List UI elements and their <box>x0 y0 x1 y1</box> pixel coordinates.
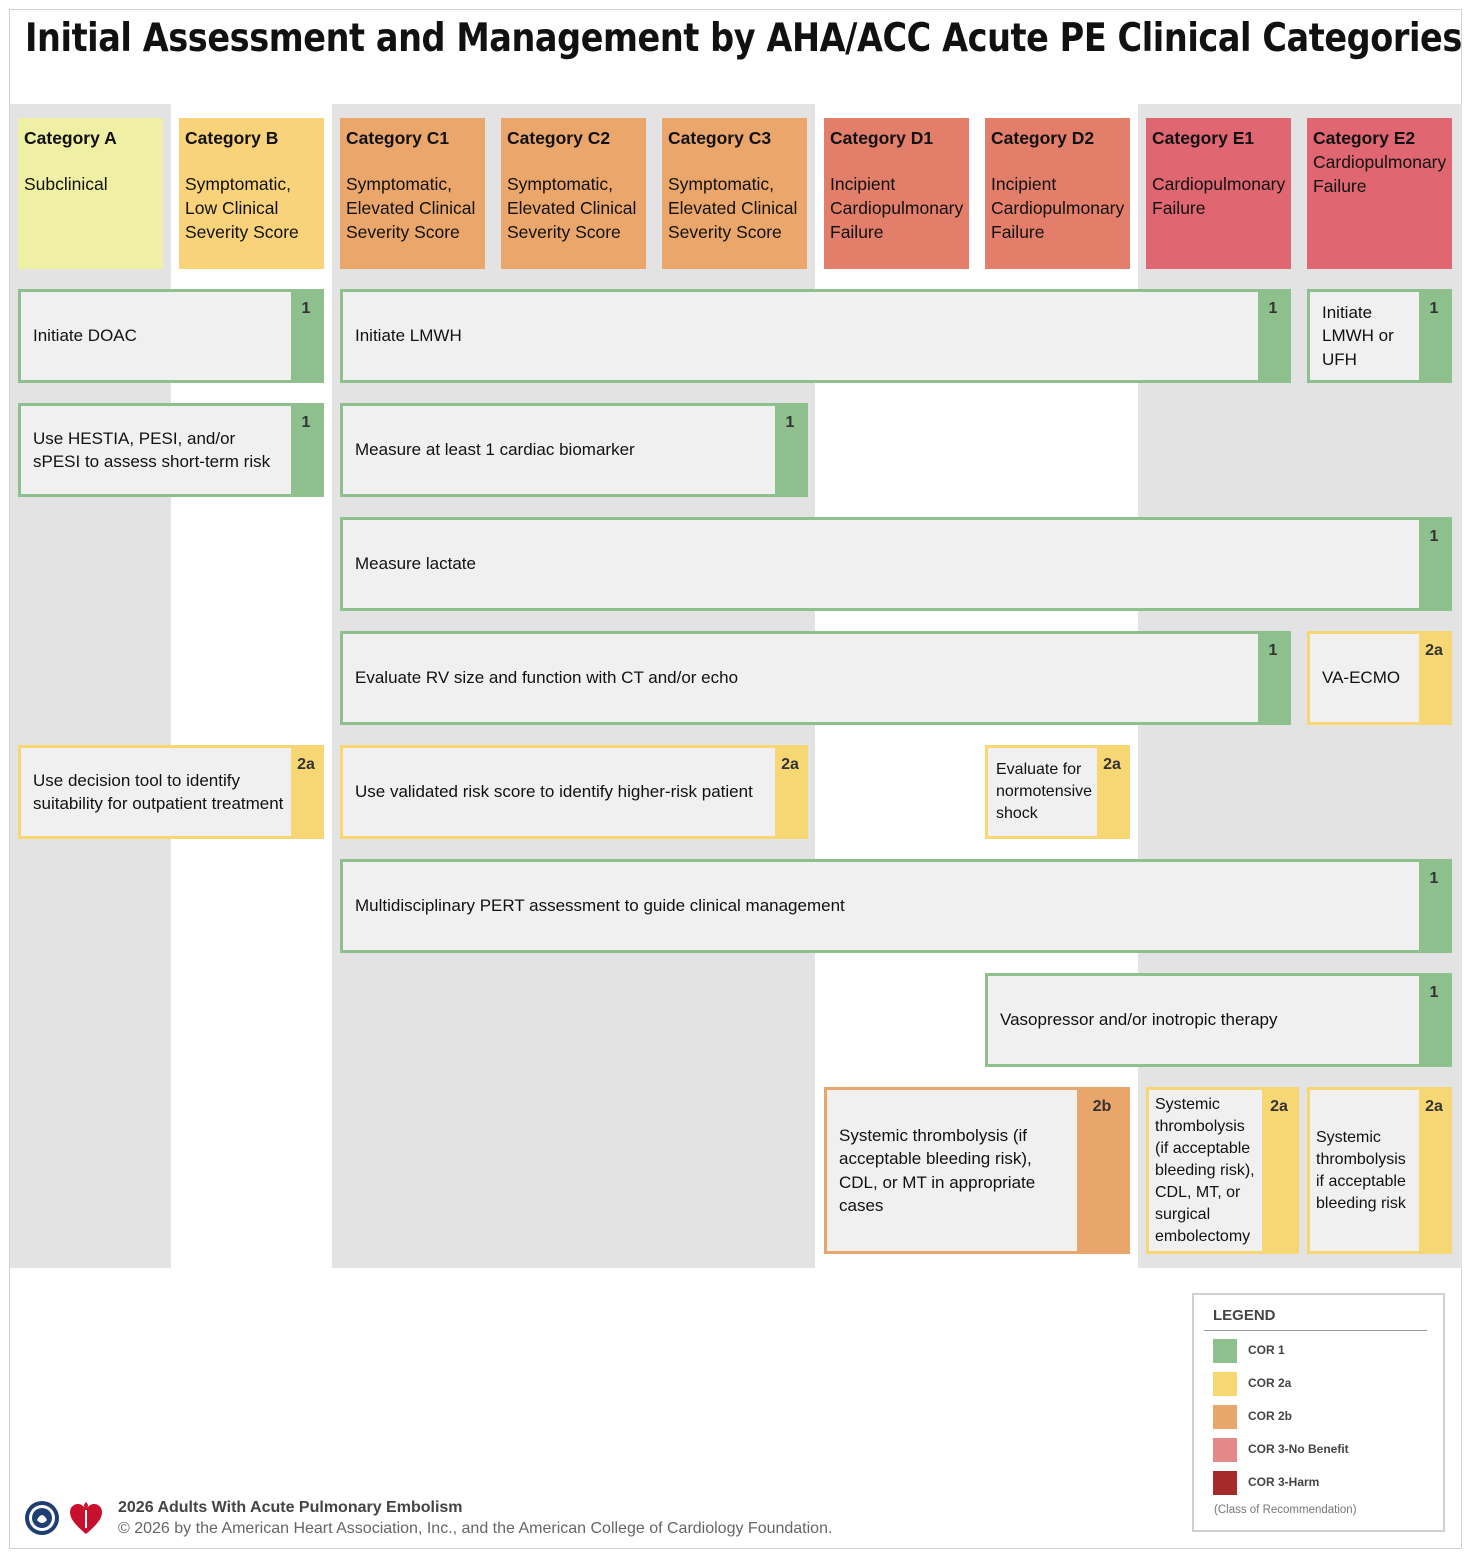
category-desc: Subclinical <box>24 174 108 194</box>
category-desc: Symptomatic, Elevated Clinical Severity … <box>507 174 637 242</box>
rec-text: Measure at least 1 cardiac biomarker <box>355 440 635 460</box>
rec-thrombolysis-e2: Systemic thrombolysis if acceptable blee… <box>1307 1087 1452 1254</box>
rec-text: Use HESTIA, PESI, and/or sPESI to assess… <box>33 428 271 472</box>
category-name: Category A <box>24 128 117 148</box>
cor-badge: 1 <box>291 406 321 494</box>
legend-label: COR 1 <box>1248 1343 1285 1357</box>
legend-swatch <box>1213 1405 1237 1429</box>
cor-badge: 2b <box>1077 1090 1127 1251</box>
rec-text: Measure lactate <box>355 554 476 574</box>
cor-badge: 2a <box>291 748 321 836</box>
category-name: Category C3 <box>668 128 772 148</box>
legend-label: COR 2a <box>1248 1376 1292 1390</box>
rec-thrombolysis-e1: Systemic thrombolysis (if acceptable ble… <box>1146 1087 1299 1254</box>
rec-text: Systemic thrombolysis (if acceptable ble… <box>839 1125 1036 1216</box>
cor-badge: 2a <box>1419 634 1449 722</box>
category-name: Category C2 <box>507 128 611 148</box>
category-c3-header: Category C3 Symptomatic, Elevated Clinic… <box>662 118 807 269</box>
rec-text: Multidisciplinary PERT assessment to gui… <box>355 896 845 916</box>
category-c1-header: Category C1 Symptomatic, Elevated Clinic… <box>340 118 485 269</box>
band-category-a <box>10 104 171 1268</box>
rec-cardiac-biomarker: Measure at least 1 cardiac biomarker 1 <box>340 403 808 497</box>
rec-text: Systemic thrombolysis if acceptable blee… <box>1316 1128 1406 1212</box>
cor-badge: 1 <box>1419 520 1449 608</box>
category-desc: Cardiopulmonary Failure <box>1152 174 1286 218</box>
category-name: Category C1 <box>346 128 450 148</box>
legend-swatch <box>1213 1372 1237 1396</box>
cor-badge: 2a <box>1097 748 1127 836</box>
rec-text: Vasopressor and/or inotropic therapy <box>1000 1010 1278 1030</box>
category-name: Category B <box>185 128 279 148</box>
guideline-name: 2026 Adults With Acute Pulmonary Embolis… <box>118 1499 463 1516</box>
category-name: Category E2 <box>1313 128 1416 148</box>
cor-badge: 1 <box>1419 976 1449 1064</box>
cor-badge: 1 <box>1419 292 1449 380</box>
cor-badge: 1 <box>291 292 321 380</box>
rec-validated-risk-score: Use validated risk score to identify hig… <box>340 745 808 839</box>
rec-pert-assessment: Multidisciplinary PERT assessment to gui… <box>340 859 1452 953</box>
rec-text: Systemic thrombolysis (if acceptable ble… <box>1155 1095 1255 1245</box>
category-desc: Cardiopulmonary Failure <box>1313 152 1447 196</box>
legend-divider <box>1204 1330 1427 1331</box>
cor-badge: 2a <box>775 748 805 836</box>
cor-badge: 1 <box>1258 292 1288 380</box>
rec-text: Evaluate RV size and function with CT an… <box>355 668 739 688</box>
rec-text: Evaluate for normotensive shock <box>996 761 1093 822</box>
rec-risk-scores: Use HESTIA, PESI, and/or sPESI to assess… <box>18 403 324 497</box>
legend-note: (Class of Recommendation) <box>1214 1504 1357 1516</box>
legend-title: LEGEND <box>1213 1307 1276 1324</box>
rec-vasopressor: Vasopressor and/or inotropic therapy 1 <box>985 973 1452 1067</box>
cor-badge: 1 <box>1258 634 1288 722</box>
category-a-header: Category A Subclinical <box>18 118 163 269</box>
rec-text: Initiate LMWH <box>355 326 462 346</box>
legend-label: COR 2b <box>1248 1409 1293 1423</box>
category-desc: Symptomatic, Elevated Clinical Severity … <box>668 174 798 242</box>
acc-seal-icon <box>25 1501 59 1535</box>
legend-swatch <box>1213 1471 1237 1495</box>
rec-text: Use validated risk score to identify hig… <box>355 782 753 802</box>
category-desc: Symptomatic, Elevated Clinical Severity … <box>346 174 476 242</box>
cor-badge: 2a <box>1262 1090 1296 1251</box>
rec-measure-lactate: Measure lactate 1 <box>340 517 1452 611</box>
legend-label: COR 3-Harm <box>1248 1475 1320 1489</box>
category-b-header: Category B Symptomatic, Low Clinical Sev… <box>179 118 324 269</box>
category-desc: Incipient Cardiopulmonary Failure <box>830 174 964 242</box>
legend-swatch <box>1213 1339 1237 1363</box>
legend: LEGEND COR 1 COR 2a COR 2b COR 3-No Bene… <box>1192 1293 1445 1532</box>
rec-va-ecmo: VA-ECMO 2a <box>1307 631 1452 725</box>
category-d1-header: Category D1 Incipient Cardiopulmonary Fa… <box>824 118 969 269</box>
rec-initiate-lmwh-or-ufh: Initiate LMWH or UFH 1 <box>1307 289 1452 383</box>
category-c2-header: Category C2 Symptomatic, Elevated Clinic… <box>501 118 646 269</box>
category-name: Category D1 <box>830 128 934 148</box>
rec-initiate-lmwh: Initiate LMWH 1 <box>340 289 1291 383</box>
cor-badge: 2a <box>1419 1090 1449 1251</box>
cor-badge: 1 <box>1419 862 1449 950</box>
aha-heart-torch-icon <box>70 1502 102 1534</box>
rec-text: Initiate LMWH or UFH <box>1322 302 1394 369</box>
figure-title: Initial Assessment and Management by AHA… <box>25 16 1462 61</box>
legend-swatch <box>1213 1438 1237 1462</box>
rec-evaluate-rv: Evaluate RV size and function with CT an… <box>340 631 1291 725</box>
category-name: Category D2 <box>991 128 1095 148</box>
rec-text: Use decision tool to identify suitabilit… <box>33 770 284 814</box>
category-e1-header: Category E1 Cardiopulmonary Failure <box>1146 118 1291 269</box>
category-desc: Incipient Cardiopulmonary Failure <box>991 174 1125 242</box>
category-d2-header: Category D2 Incipient Cardiopulmonary Fa… <box>985 118 1130 269</box>
category-e2-header: Category E2 Cardiopulmonary Failure <box>1307 118 1452 269</box>
rec-decision-tool: Use decision tool to identify suitabilit… <box>18 745 324 839</box>
copyright: © 2026 by the American Heart Association… <box>118 1520 833 1537</box>
rec-thrombolysis-d: Systemic thrombolysis (if acceptable ble… <box>824 1087 1130 1254</box>
rec-normotensive-shock: Evaluate for normotensive shock 2a <box>985 745 1130 839</box>
legend-label: COR 3-No Benefit <box>1248 1442 1349 1456</box>
category-desc: Symptomatic, Low Clinical Severity Score <box>185 174 299 242</box>
cor-badge: 1 <box>775 406 805 494</box>
rec-text: Initiate DOAC <box>33 326 137 346</box>
rec-text: VA-ECMO <box>1322 668 1401 688</box>
rec-initiate-doac: Initiate DOAC 1 <box>18 289 324 383</box>
category-name: Category E1 <box>1152 128 1255 148</box>
